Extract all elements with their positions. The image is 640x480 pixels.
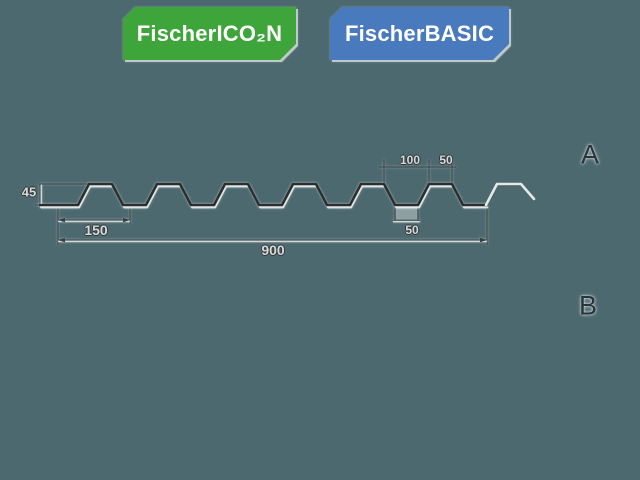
dimension-lines [35, 160, 488, 245]
dim-rib-pitch: 150 [84, 222, 108, 238]
tab-fischer-basic-bg: FischerBASIC [330, 7, 509, 60]
tab-fischer-icon[interactable]: FischerICO₂N [123, 7, 296, 60]
view-label-a: A [580, 139, 600, 170]
overlap-rib-outline [484, 182, 536, 208]
profile-outline [38, 182, 489, 209]
dim-crest-width: 50 [439, 153, 453, 167]
dim-profile-height: 45 [21, 184, 37, 200]
tab-fischer-basic[interactable]: FischerBASIC [330, 7, 509, 60]
tab-fischer-icon-bg: FischerICO₂N [123, 7, 296, 60]
dim-cover-width: 900 [261, 242, 285, 258]
view-label-b: B [578, 290, 598, 321]
dim-rib-opening-top: 100 [399, 153, 421, 167]
tab-fischer-basic-label: FischerBASIC [344, 20, 495, 46]
dim-valley-width: 50 [405, 223, 419, 237]
tab-fischer-icon-label: FischerICO₂N [136, 20, 283, 46]
